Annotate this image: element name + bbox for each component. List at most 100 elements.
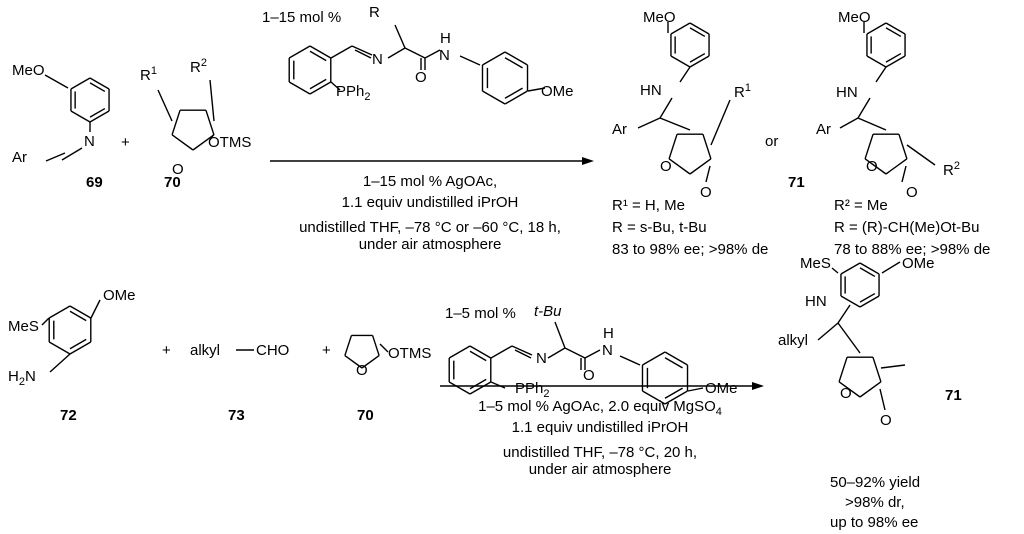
benzene-ring (866, 22, 887, 35)
r1-label: R1 (734, 82, 751, 101)
lactone-ring (668, 133, 678, 160)
condition-line: 1–5 mol % AgOAc, 2.0 equiv MgSO4 (478, 398, 722, 418)
compound-number: 71 (945, 387, 962, 404)
wedge-bond (554, 321, 566, 349)
r-label: t-Bu (534, 303, 562, 320)
methoxy-label: MeO (643, 9, 676, 26)
aryl-label: Ar (12, 149, 27, 166)
note-line: >98% dr, (845, 494, 905, 511)
condition-line: 1.1 equiv undistilled iPrOH (342, 194, 519, 211)
compound-number: 72 (60, 407, 77, 424)
wedge-bond (394, 24, 406, 49)
benzene-ring (69, 305, 92, 319)
lactone-ring (885, 158, 908, 175)
aryl-ring (642, 351, 666, 366)
lactone-ring (859, 381, 882, 398)
aryl-ring (664, 351, 688, 366)
bond (379, 343, 389, 353)
aryl-ring (482, 51, 506, 66)
lactone-ring (864, 158, 887, 175)
methoxy-label: MeO (12, 62, 45, 79)
bond (351, 45, 373, 56)
methylthio-label: MeS (800, 255, 831, 272)
bond (901, 165, 907, 183)
benzene-ring (885, 22, 906, 35)
bond (837, 304, 851, 324)
condition-line: 1.1 equiv undistilled iPrOH (512, 419, 689, 436)
bond (45, 152, 66, 162)
aromatic-bond (689, 27, 706, 38)
catalyst-top: 1–15 mol % R N H N O PPh2 OMe (262, 4, 574, 103)
furan-ring (205, 109, 215, 136)
bond (817, 322, 839, 341)
conditions-bottom: 1–5 mol % AgOAc, 2.0 equiv MgSO4 1.1 equ… (478, 398, 722, 478)
lactone-ring (864, 133, 874, 160)
lactone-ring (838, 381, 861, 398)
bond (41, 317, 50, 326)
product-71-b: MeO HN Ar R2 O O R² = Me R = (R)-CH(Me)O… (816, 9, 990, 258)
furan-ring (361, 354, 380, 369)
imine-n-label: N (372, 51, 383, 68)
bond (879, 388, 886, 411)
condition-line: under air atmosphere (359, 236, 502, 253)
aromatic-bond (69, 338, 87, 350)
aromatic-bond (69, 310, 87, 322)
bond (637, 117, 661, 129)
bond (90, 299, 101, 319)
compound-70: R1 R2 O OTMS 70 (140, 57, 251, 191)
aryl-ring (504, 90, 528, 105)
conditions-top: 1–15 mol % AgOAc, 1.1 equiv undistilled … (299, 173, 561, 253)
nh-label: HN (640, 82, 662, 99)
benzene-ring (448, 381, 471, 395)
plus-sign: + (121, 134, 130, 151)
pph2-label: PPh2 (515, 380, 549, 400)
benzene-ring (670, 55, 691, 68)
note-line: up to 98% ee (830, 514, 918, 531)
lactone-ring (702, 133, 712, 160)
note-line: R = s-Bu, t-Bu (612, 219, 707, 236)
ring-o-label: O (840, 385, 852, 402)
benzene-ring (70, 110, 91, 123)
aromatic-bond (309, 78, 327, 90)
catalyst-loading: 1–5 mol % (445, 305, 516, 322)
compound-number: 73 (228, 407, 245, 424)
benzene-ring (448, 345, 471, 359)
methoxy-label: OMe (541, 83, 574, 100)
benzene-ring (469, 345, 492, 359)
or-text: or (765, 133, 778, 150)
benzene-ring (866, 55, 887, 68)
r2-label: R2 (943, 160, 960, 179)
ring-o-label: O (660, 158, 672, 175)
nh-label: HN (805, 293, 827, 310)
aromatic-bond (689, 52, 706, 63)
aromatic-bond (664, 357, 683, 369)
note-line: 78 to 88% ee; >98% de (834, 241, 990, 258)
benzene-ring (89, 110, 110, 123)
carbonyl-o-label: O (700, 184, 712, 201)
plus-sign: + (162, 342, 171, 359)
plus-sign: + (322, 342, 331, 359)
aryl-ring (504, 51, 528, 66)
carbonyl-o-label: O (906, 184, 918, 201)
compound-number: 69 (86, 174, 103, 191)
aromatic-bond (859, 267, 876, 278)
furan-ring (171, 109, 181, 136)
compound-69: MeO N Ar 69 (12, 62, 103, 191)
note-line: R² = Me (834, 197, 888, 214)
ring-o-label: O (866, 158, 878, 175)
benzene-ring (70, 77, 91, 90)
otms-label: OTMS (388, 345, 431, 362)
bond (511, 345, 533, 356)
bond (157, 89, 173, 122)
imine-n-label: N (84, 133, 95, 150)
benzene-ring (840, 262, 861, 275)
compound-number: 70 (164, 174, 181, 191)
bond (330, 45, 353, 59)
bond (875, 66, 887, 83)
condition-line: under air atmosphere (529, 461, 672, 478)
furan-ring (171, 134, 194, 151)
methoxy-label: OMe (103, 287, 136, 304)
product-71-bottom: MeS OMe HN alkyl O O 71 50–92% yield >98… (778, 255, 962, 531)
furan-o-label: O (356, 362, 368, 379)
